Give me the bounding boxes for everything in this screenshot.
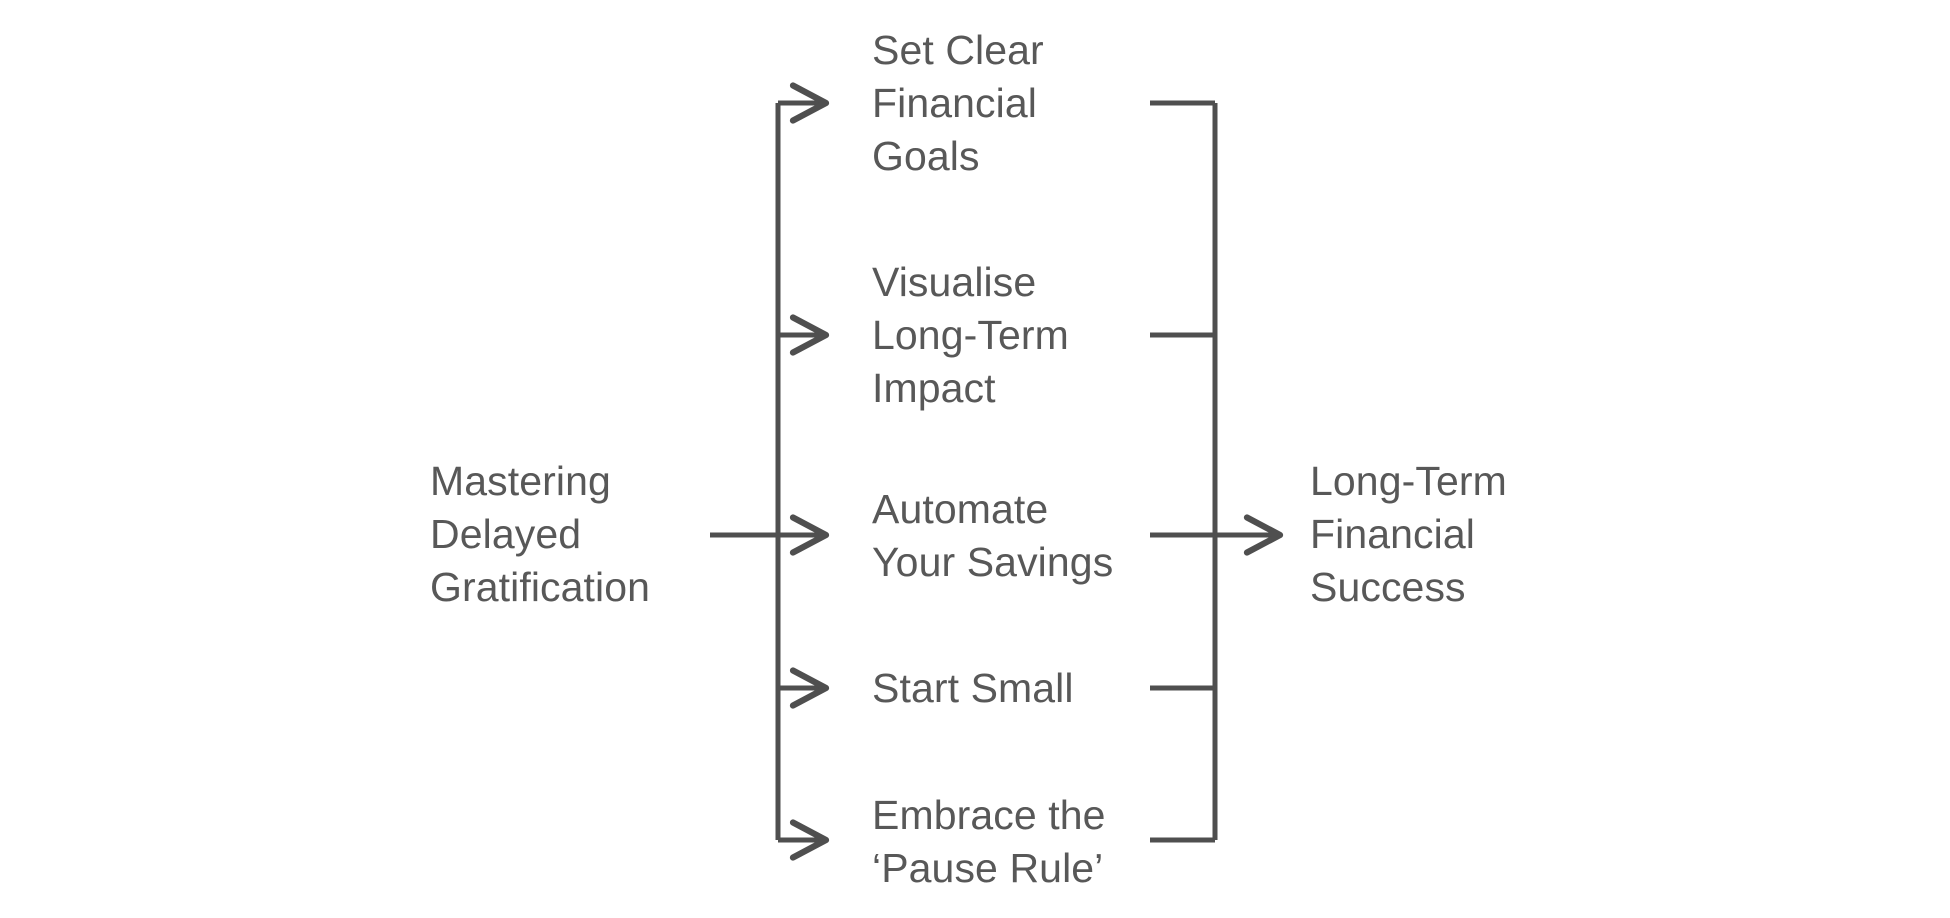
node-step-start-small: Start Small [872,665,1074,711]
node-step-embrace-the-pause-rule: Embrace the ‘Pause Rule’ [872,792,1106,891]
node-step-set-clear-financial-goals: Set Clear Financial Goals [872,27,1044,179]
node-step-automate-your-savings: Automate Your Savings [872,486,1114,585]
node-long-term-financial-success: Long-Term Financial Success [1310,458,1507,610]
node-step-visualise-long-term-impact: Visualise Long-Term Impact [872,259,1069,411]
node-mastering-delayed-gratification: Mastering Delayed Gratification [430,458,651,610]
